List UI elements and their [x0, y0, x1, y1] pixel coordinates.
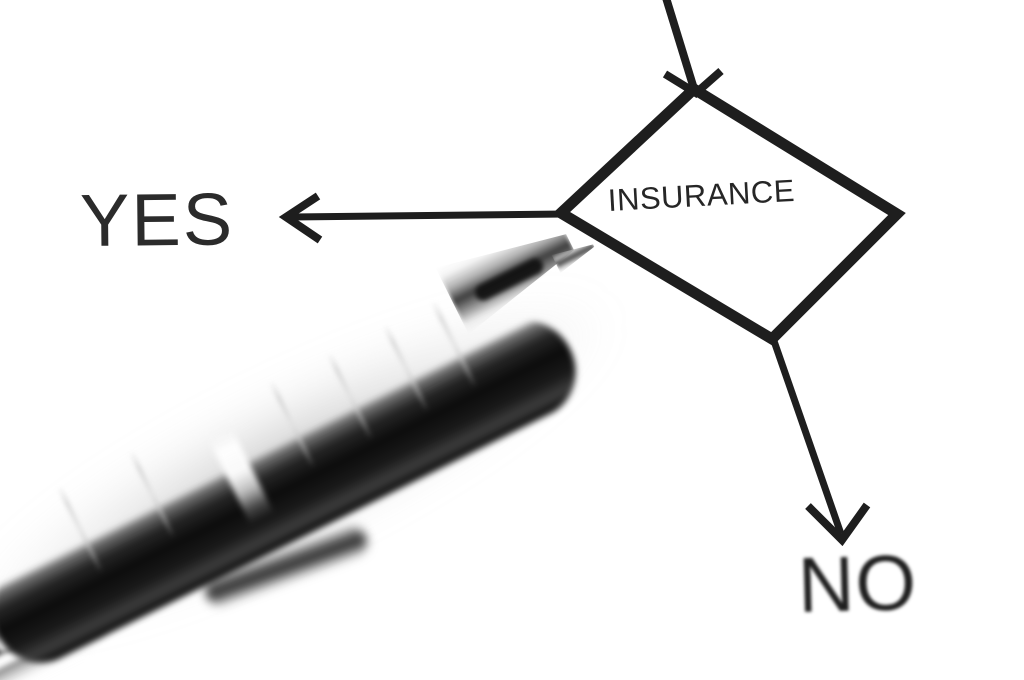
entry-arrow [662, 0, 724, 98]
yes-branch-arrow [278, 192, 566, 244]
decision-diamond [551, 82, 906, 346]
yes-label: YES [79, 177, 235, 262]
no-label: NO [796, 537, 919, 629]
no-branch-arrow [770, 339, 871, 547]
